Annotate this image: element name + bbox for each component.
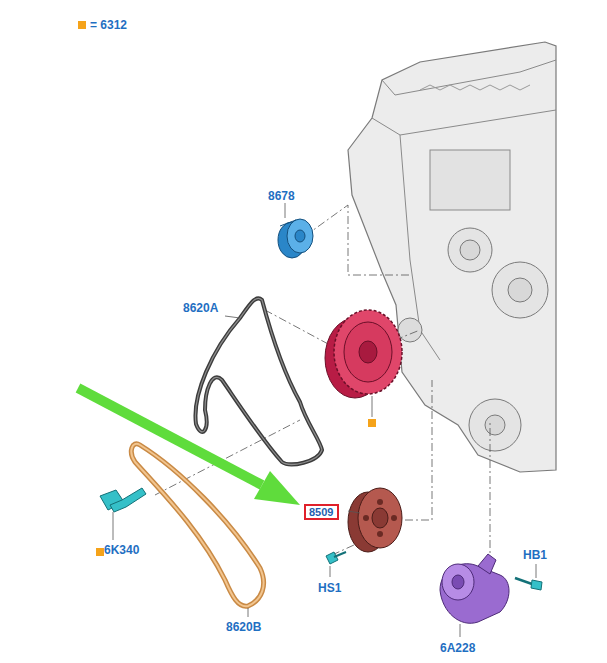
callout-number: 8678 xyxy=(268,189,295,203)
callout-number: 6A228 xyxy=(440,641,475,655)
callout-number: 8620B xyxy=(226,620,261,634)
callout-number: 8620A xyxy=(183,301,218,315)
legend-swatch xyxy=(78,21,86,29)
callout-number: HS1 xyxy=(318,581,341,595)
callout-number: 6K340 xyxy=(104,543,139,557)
callout-number: HB1 xyxy=(523,548,547,562)
legend-text: = 6312 xyxy=(90,18,127,32)
callout-number: 8509 xyxy=(306,506,337,518)
highlighted-part-box: 8509 xyxy=(304,504,339,520)
